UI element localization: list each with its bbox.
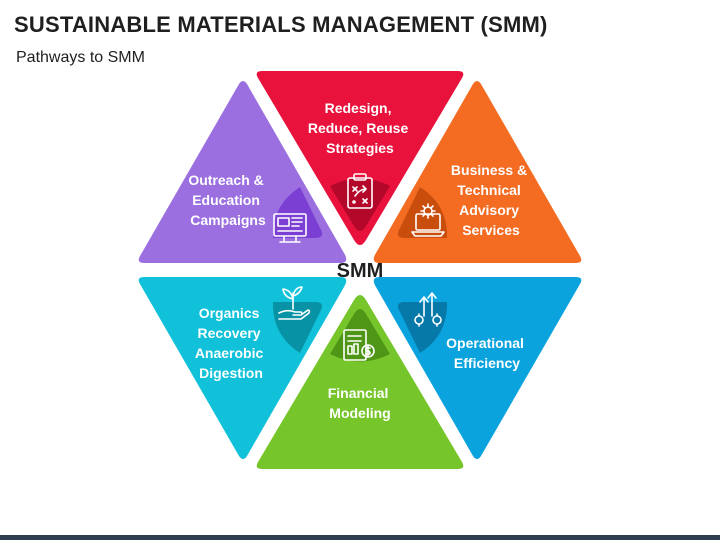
bottom-accent-bar <box>0 535 720 540</box>
segment-redesign-line-3: Strategies <box>326 140 394 156</box>
center-label: SMM <box>337 260 384 282</box>
segment-outreach-line-2: Education <box>192 192 260 208</box>
segment-business-line-4: Services <box>462 222 520 238</box>
monitor-presentation-icon <box>273 213 307 243</box>
financial-report-icon <box>343 329 375 361</box>
segment-operational-line-2: Efficiency <box>454 355 520 371</box>
segment-outreach[interactable]: Outreach & Education Campaigns <box>138 81 347 263</box>
segment-financial-line-1: Financial <box>328 385 389 401</box>
clipboard-strategy-icon <box>347 173 373 209</box>
segment-business-line-1: Business & <box>451 162 527 178</box>
segment-operational-label: Operational Efficiency <box>446 335 528 371</box>
segment-redesign-line-1: Redesign, <box>325 100 392 116</box>
segment-outreach-line-3: Campaigns <box>190 212 266 228</box>
gears-arrows-icon <box>414 292 442 327</box>
segment-redesign[interactable]: Redesign, Reduce, Reuse Strategies <box>256 71 464 245</box>
segment-organics-line-3: Anaerobic <box>195 345 264 361</box>
hand-plant-icon <box>278 286 311 320</box>
segment-business[interactable]: Business & Technical Advisory Services <box>373 81 582 263</box>
segment-business-label: Business & Technical Advisory Services <box>451 162 531 238</box>
segment-organics-label: Organics Recovery Anaerobic Digestion <box>195 305 267 381</box>
segment-financial-label: Financial Modeling <box>328 385 393 421</box>
segment-financial-line-2: Modeling <box>329 405 390 421</box>
laptop-gear-icon <box>411 203 445 237</box>
segment-organics[interactable]: Organics Recovery Anaerobic Digestion <box>138 277 347 459</box>
segment-redesign-label: Redesign, Reduce, Reuse Strategies <box>308 100 412 156</box>
segment-outreach-line-1: Outreach & <box>188 172 263 188</box>
segment-organics-line-1: Organics <box>199 305 260 321</box>
segment-financial[interactable]: Financial Modeling <box>256 295 464 469</box>
segment-organics-line-4: Digestion <box>199 365 263 381</box>
segment-business-line-3: Advisory <box>459 202 519 218</box>
segment-outreach-label: Outreach & Education Campaigns <box>188 172 267 228</box>
segment-operational[interactable]: Operational Efficiency <box>373 277 582 459</box>
page-title: SUSTAINABLE MATERIALS MANAGEMENT (SMM) <box>14 12 548 37</box>
segment-organics-line-2: Recovery <box>198 325 261 341</box>
segment-redesign-line-2: Reduce, Reuse <box>308 120 409 136</box>
segment-operational-line-1: Operational <box>446 335 524 351</box>
page-subtitle: Pathways to SMM <box>16 49 145 66</box>
segment-business-line-2: Technical <box>457 182 521 198</box>
